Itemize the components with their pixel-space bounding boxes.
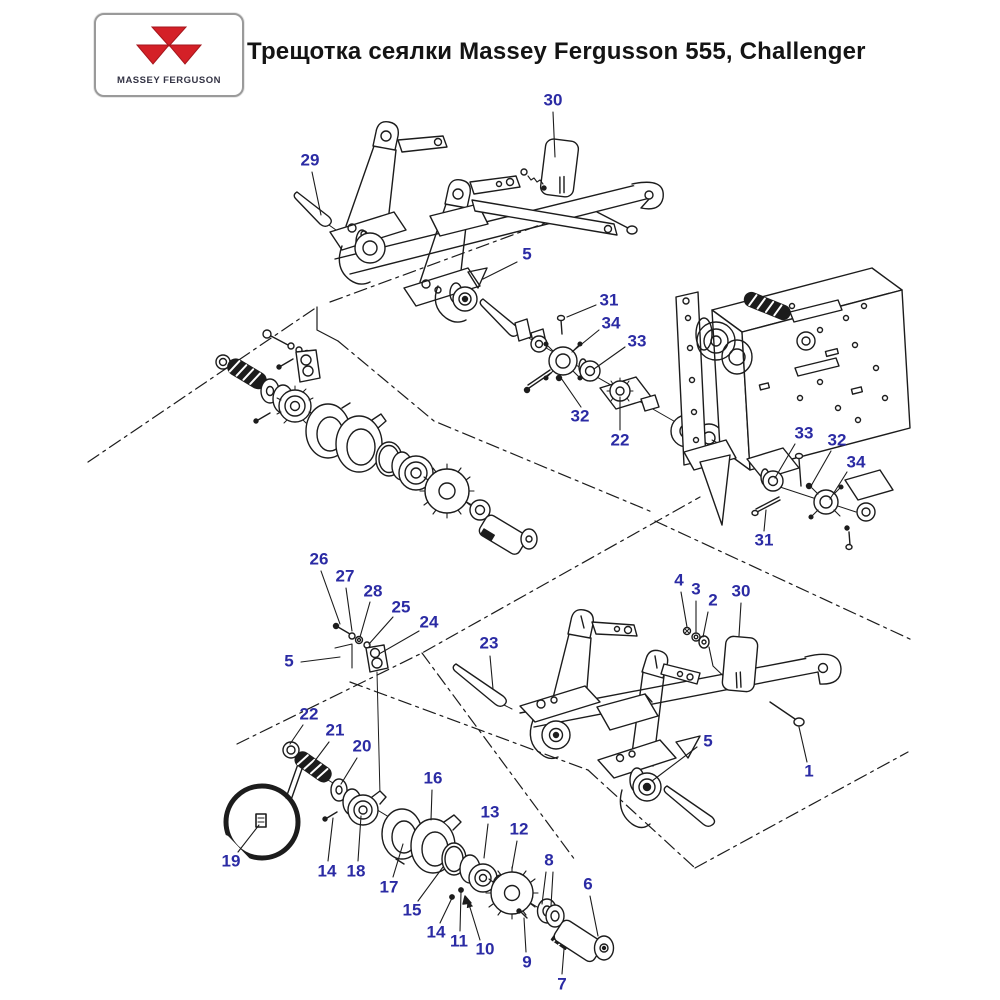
part-callout-5: 5 xyxy=(703,731,713,751)
massey-ferguson-logo: MASSEY FERGUSON xyxy=(94,13,244,97)
part-callout-21: 21 xyxy=(325,720,345,740)
part-callout-8: 8 xyxy=(544,850,554,870)
page-title: Трещотка сеялки Massey Fergusson 555, Ch… xyxy=(247,38,866,65)
part-callout-26: 26 xyxy=(309,549,329,569)
part-callout-20: 20 xyxy=(352,736,372,756)
lower-right-shaft-chain xyxy=(746,447,894,551)
part-callout-31: 31 xyxy=(754,530,774,550)
part-callout-6: 6 xyxy=(583,874,593,894)
part-callout-14: 14 xyxy=(317,861,337,881)
part-callout-22: 22 xyxy=(299,704,319,724)
part-callout-23: 23 xyxy=(479,633,499,653)
part-callout-5: 5 xyxy=(284,651,294,671)
part-callout-7: 7 xyxy=(557,974,567,994)
part-callout-13: 13 xyxy=(480,802,500,822)
part-callout-1: 1 xyxy=(804,761,814,781)
pawl-adjuster-group xyxy=(332,622,389,796)
part-callout-25: 25 xyxy=(391,597,411,617)
part-callout-30: 30 xyxy=(731,581,751,601)
part-callout-32: 32 xyxy=(570,406,590,426)
part-callout-27: 27 xyxy=(335,566,355,586)
bottom-bracket-assembly xyxy=(452,609,842,829)
top-bracket-assembly xyxy=(293,121,664,323)
upper-right-shaft-chain xyxy=(479,298,759,465)
part-callout-22: 22 xyxy=(610,430,630,450)
part-callout-11: 11 xyxy=(450,931,468,951)
part-callout-30: 30 xyxy=(543,90,563,110)
panel-boundary-lines xyxy=(87,221,913,869)
part-callout-15: 15 xyxy=(402,900,422,920)
part-callout-32: 32 xyxy=(827,430,847,450)
part-callout-31: 31 xyxy=(599,290,619,310)
part-callout-28: 28 xyxy=(363,581,383,601)
gearbox-housing xyxy=(675,267,911,526)
part-callout-4: 4 xyxy=(674,570,684,590)
part-callout-2: 2 xyxy=(708,590,718,610)
middle-ratchet-chain xyxy=(215,329,538,555)
part-callout-18: 18 xyxy=(346,861,366,881)
part-callout-29: 29 xyxy=(300,150,320,170)
part-callout-3: 3 xyxy=(691,579,701,599)
bottom-ratchet-chain xyxy=(220,741,615,963)
part-callout-16: 16 xyxy=(423,768,443,788)
callout-leader-lines xyxy=(237,111,848,975)
part-callout-34: 34 xyxy=(601,313,621,333)
part-callout-19: 19 xyxy=(221,851,241,871)
part-callout-33: 33 xyxy=(627,331,647,351)
part-callout-24: 24 xyxy=(419,612,439,632)
part-callout-34: 34 xyxy=(846,452,866,472)
logo-brand-text: MASSEY FERGUSON xyxy=(117,75,221,86)
part-callout-10: 10 xyxy=(475,939,495,959)
part-callout-9: 9 xyxy=(522,952,532,972)
part-callout-12: 12 xyxy=(509,819,529,839)
massey-ferguson-triple-triangle-icon xyxy=(135,26,203,65)
part-callout-14: 14 xyxy=(426,922,446,942)
part-callout-33: 33 xyxy=(794,423,814,443)
part-callout-5: 5 xyxy=(522,244,532,264)
part-callout-17: 17 xyxy=(379,877,399,897)
